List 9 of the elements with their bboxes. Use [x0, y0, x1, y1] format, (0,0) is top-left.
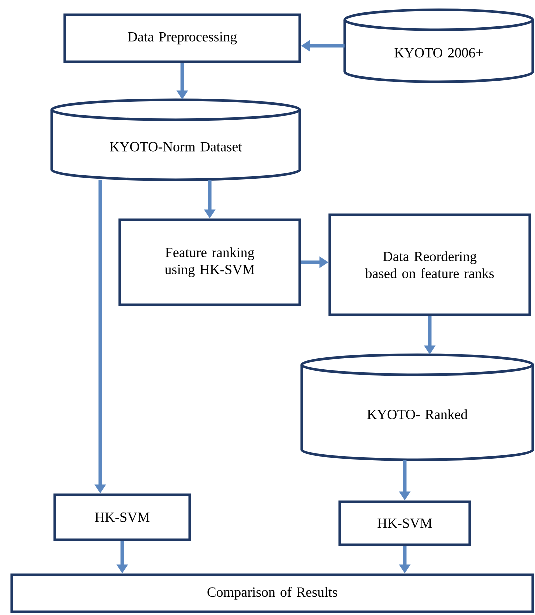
- process-box: Data Reordering based on feature ranks: [328, 214, 532, 316]
- database-cylinder: KYOTO 2006+: [344, 8, 534, 84]
- process-box: Data Preprocessing: [64, 14, 302, 64]
- database-cylinder: KYOTO- Ranked: [300, 354, 534, 462]
- process-box: HK-SVM: [338, 500, 472, 546]
- process-box: HK-SVM: [54, 494, 192, 542]
- database-cylinder: KYOTO-Norm Dataset: [50, 98, 302, 182]
- process-box: Comparison of Results: [10, 574, 534, 614]
- process-box: Feature ranking using HK-SVM: [118, 218, 302, 306]
